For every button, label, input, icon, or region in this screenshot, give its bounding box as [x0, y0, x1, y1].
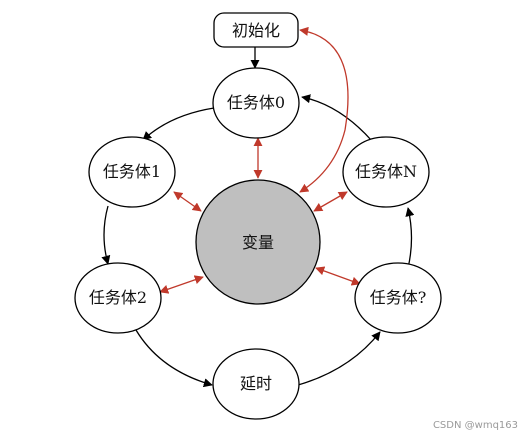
node-delay-shape	[212, 348, 300, 420]
link-task2-variable	[159, 275, 204, 294]
node-variable-label: 变量	[242, 233, 274, 252]
node-variable-shape	[195, 179, 321, 305]
node-taskQ-label: 任务体?	[370, 288, 427, 307]
node-init-shape	[213, 12, 299, 48]
node-taskQ-shape	[354, 262, 442, 334]
edge-task0-to-task1	[142, 107, 215, 141]
variable-links	[159, 26, 361, 294]
link-taskN-variable	[313, 191, 348, 212]
node-taskN-shape	[342, 136, 430, 208]
edge-delay-to-taskQ	[297, 331, 381, 386]
node-init: 初始化	[213, 12, 299, 48]
node-delay: 延时	[212, 348, 300, 420]
edge-task1-to-task2	[101, 205, 111, 265]
node-task1: 任务体1	[88, 136, 176, 208]
edge-task2-to-delay	[135, 329, 213, 388]
node-task0-label: 任务体0	[227, 93, 285, 112]
node-task0-shape	[212, 67, 300, 139]
node-taskQ: 任务体?	[354, 262, 442, 334]
link-task1-variable	[173, 191, 202, 212]
node-task1-shape	[88, 136, 176, 208]
edge-taskN-to-task0	[301, 94, 373, 142]
edge-taskQ-to-taskN	[405, 207, 415, 269]
flow-edges	[101, 47, 415, 388]
node-task2-shape	[74, 262, 162, 334]
node-taskN-label: 任务体N	[355, 162, 417, 181]
link-taskQ-variable	[315, 266, 361, 286]
node-init-label: 初始化	[232, 21, 280, 40]
node-task0: 任务体0	[212, 67, 300, 139]
watermark: CSDN @wmq163	[433, 420, 518, 431]
node-task2: 任务体2	[74, 262, 162, 334]
link-init-variable	[299, 26, 349, 193]
node-task1-label: 任务体1	[103, 162, 161, 181]
node-variable: 变量	[195, 179, 321, 305]
node-task2-label: 任务体2	[89, 288, 147, 307]
node-taskN: 任务体N	[342, 136, 430, 208]
node-delay-label: 延时	[240, 374, 272, 393]
